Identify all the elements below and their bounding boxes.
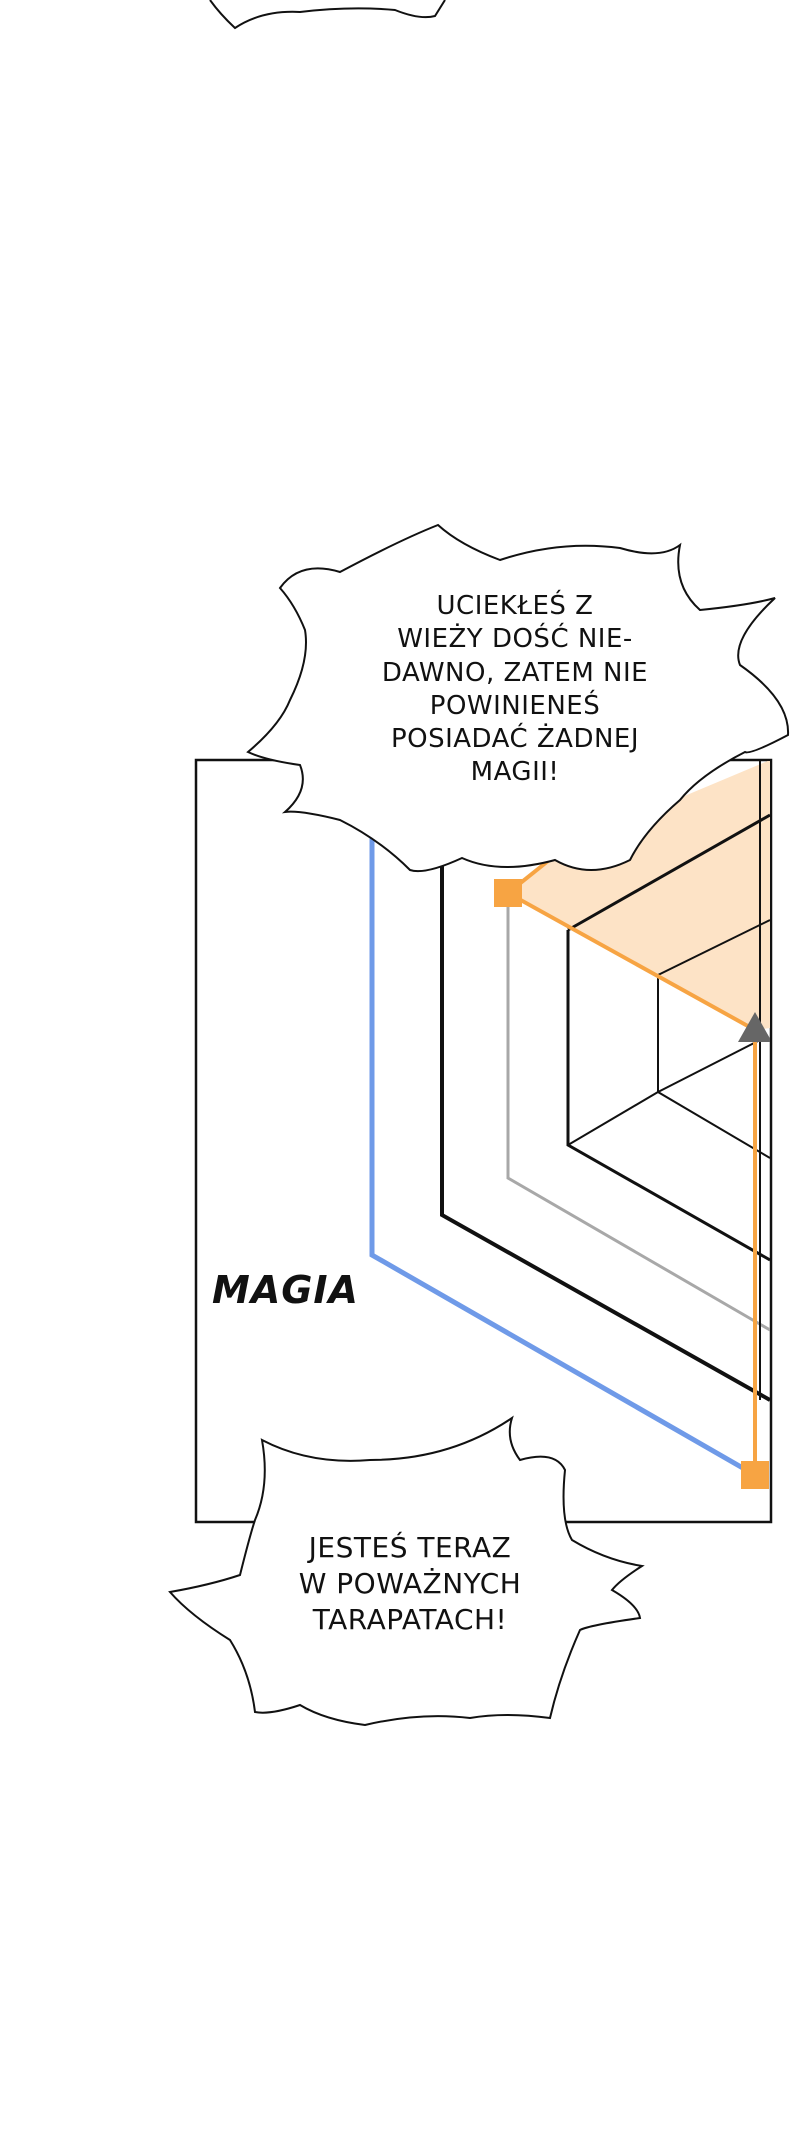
- bubble-line: DAWNO, ZATEM NIE: [381, 657, 649, 688]
- speech-bubble-top: [246, 523, 790, 873]
- speech-bubble-bottom: [168, 1415, 645, 1727]
- panel-label-magia: MAGIA: [212, 1268, 359, 1312]
- stat-marker-bottom: [741, 1461, 769, 1489]
- stat-ring-1: [440, 860, 770, 1402]
- stat-ring-2: [506, 893, 770, 1332]
- stat-ring-4-top: [657, 919, 770, 976]
- stat-outer-axis: [369, 761, 757, 1478]
- stat-marker-triangle: [738, 1012, 770, 1042]
- stat-hexagon-chart: [369, 761, 770, 1489]
- bubble-line: POWINIENEŚ: [429, 690, 601, 721]
- stat-fill-area: [508, 761, 770, 1030]
- bubble-line: UCIEKŁEŚ Z: [436, 591, 594, 621]
- bubble-line: POSIADAĆ ŻADNEJ: [390, 724, 640, 755]
- bubble-line: MAGII!: [470, 757, 560, 788]
- bubble-line: TARAPATACH!: [312, 1602, 508, 1636]
- stat-inner-spoke-2: [657, 1039, 761, 1093]
- previous-bubble-tail: [209, 0, 446, 30]
- speech-bubble-bottom-text: JESTEŚ TERAZ W POWAŻNYCH TARAPATACH!: [235, 1530, 585, 1637]
- stat-marker-left: [494, 879, 522, 907]
- bubble-line: JESTEŚ TERAZ: [308, 1531, 512, 1564]
- speech-bubble-top-text: UCIEKŁEŚ Z WIEŻY DOŚĆ NIE- DAWNO, ZATEM …: [345, 590, 685, 790]
- bubble-line: WIEŻY DOŚĆ NIE-: [397, 624, 633, 655]
- stat-inner-spoke: [567, 1091, 659, 1146]
- bubble-line: W POWAŻNYCH: [298, 1566, 522, 1600]
- stat-ring-3-top: [567, 813, 770, 932]
